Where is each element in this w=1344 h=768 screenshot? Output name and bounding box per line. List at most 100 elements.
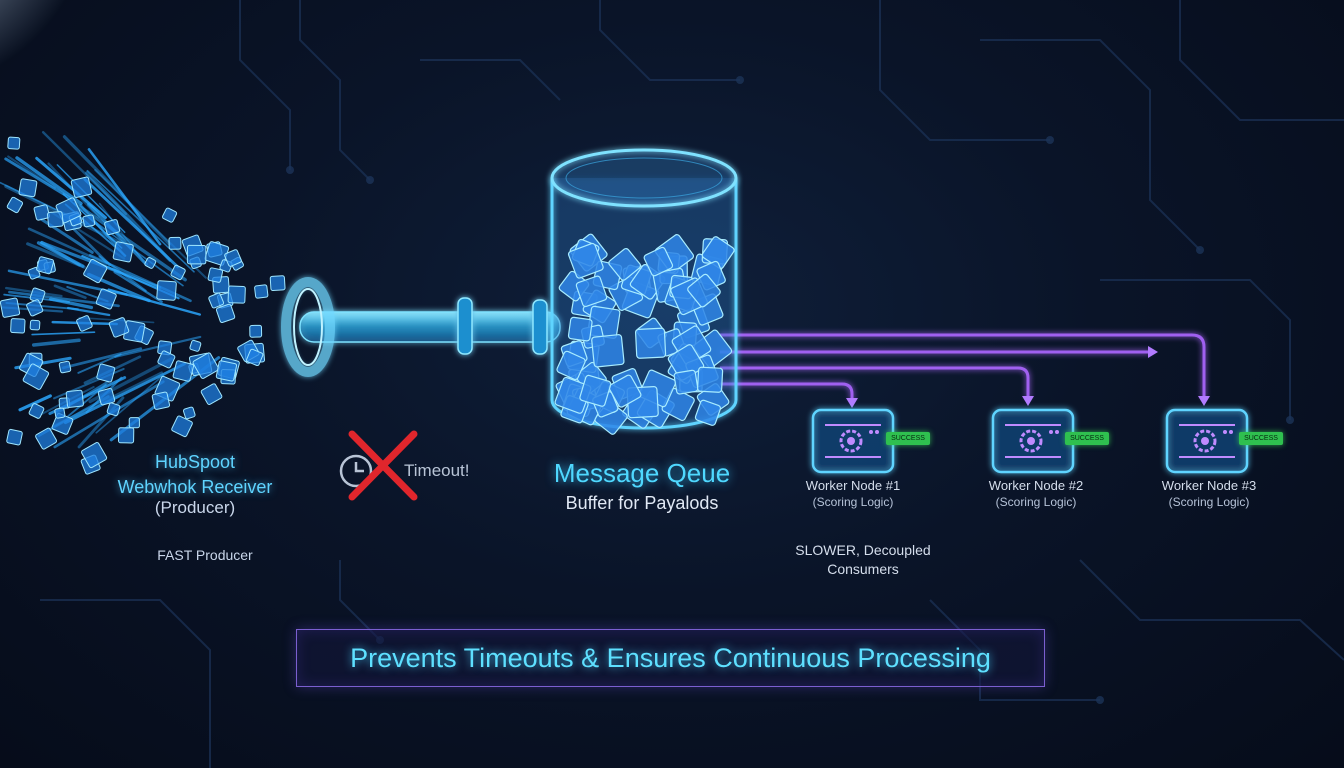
payload-cube bbox=[189, 339, 202, 352]
payload-cube bbox=[76, 315, 93, 332]
payload-cube bbox=[108, 317, 130, 338]
payload-cube-face bbox=[224, 249, 242, 267]
producer-role: (Producer) bbox=[154, 498, 236, 517]
payload-cube-face bbox=[76, 315, 93, 332]
payload-cube-face bbox=[83, 258, 108, 284]
queued-cube bbox=[697, 366, 724, 393]
worker-3-success-badge: SUCCESS bbox=[1239, 432, 1283, 445]
payload-cube-face bbox=[189, 339, 202, 352]
payload-cube-face bbox=[36, 256, 55, 275]
stream-streak bbox=[4, 157, 75, 202]
payload-cube-face bbox=[51, 413, 74, 435]
stream-streak bbox=[83, 178, 180, 269]
payload-cube bbox=[246, 348, 264, 367]
payload-cube-face bbox=[47, 211, 64, 228]
payload-cube-face bbox=[269, 275, 286, 291]
payload-cube bbox=[117, 427, 135, 444]
payload-cube bbox=[26, 299, 44, 317]
payload-cube-face bbox=[208, 292, 225, 309]
payload-cube-face bbox=[170, 264, 186, 281]
payload-cube-face bbox=[82, 214, 96, 228]
worker-node-3 bbox=[1165, 408, 1249, 474]
payload-cube-face bbox=[172, 360, 194, 382]
payload-cube-face bbox=[215, 360, 238, 382]
stream-streak bbox=[85, 171, 172, 262]
worker-nodes bbox=[811, 408, 1249, 474]
payload-cube-face bbox=[168, 236, 182, 250]
payload-cube bbox=[172, 360, 194, 382]
payload-cube bbox=[224, 249, 242, 267]
payload-cube bbox=[96, 363, 116, 383]
payload-cube bbox=[28, 403, 45, 419]
payload-cube bbox=[95, 288, 117, 310]
queued-cube bbox=[608, 247, 642, 281]
stream-streak bbox=[41, 131, 128, 216]
payload-cube-face bbox=[128, 417, 140, 429]
payload-cube-face bbox=[26, 299, 44, 317]
payload-cube-face bbox=[7, 136, 21, 150]
stream-streak bbox=[53, 284, 87, 299]
queued-cube-face bbox=[673, 369, 699, 395]
payload-cube bbox=[168, 236, 182, 250]
summary-banner: Prevents Timeouts & Ensures Continuous P… bbox=[296, 629, 1045, 687]
queued-cube bbox=[634, 327, 667, 359]
payload-cube-face bbox=[96, 363, 116, 383]
payload-cube-face bbox=[22, 363, 50, 390]
payload-cube bbox=[170, 264, 186, 281]
queued-payloads bbox=[554, 233, 735, 435]
payload-cube-face bbox=[6, 196, 24, 214]
queued-cube bbox=[567, 316, 593, 342]
queue-title: Message Qeue bbox=[553, 458, 731, 488]
payload-cube bbox=[104, 219, 121, 236]
queued-cube-face bbox=[556, 350, 586, 381]
stream-streak bbox=[72, 227, 111, 267]
payload-cube bbox=[151, 391, 171, 410]
payload-cube bbox=[254, 284, 269, 299]
payload-cube-face bbox=[35, 427, 58, 450]
payload-cube-face bbox=[117, 427, 135, 444]
payload-cube bbox=[54, 407, 66, 419]
queued-cube bbox=[643, 246, 674, 277]
queued-cube bbox=[575, 275, 608, 308]
payload-cube bbox=[215, 303, 236, 324]
payload-cube-face bbox=[97, 387, 116, 406]
payload-cube bbox=[192, 352, 220, 379]
payload-cube-face bbox=[227, 285, 246, 304]
payload-cube bbox=[10, 318, 26, 334]
payload-cube-face bbox=[162, 207, 178, 223]
payload-cube bbox=[47, 211, 64, 228]
incoming-packets bbox=[0, 136, 286, 475]
payload-cube-face bbox=[58, 360, 72, 374]
worker-3-logic: (Scoring Logic) bbox=[1168, 495, 1250, 509]
payload-cube-face bbox=[254, 284, 269, 299]
payload-cube bbox=[65, 389, 84, 408]
payload-cube bbox=[144, 257, 157, 269]
payload-cube-face bbox=[81, 442, 108, 469]
route-worker-1 bbox=[720, 382, 854, 400]
payload-cube bbox=[207, 267, 224, 283]
stream-streak bbox=[35, 156, 107, 220]
queued-cube bbox=[567, 242, 604, 279]
worker-2-name: Worker Node #2 bbox=[988, 478, 1084, 493]
stream-streak bbox=[114, 335, 202, 358]
payload-cube bbox=[227, 285, 246, 304]
stream-streak bbox=[61, 347, 143, 370]
payload-cube-face bbox=[65, 389, 84, 408]
payload-cube-face bbox=[144, 257, 157, 269]
consumers-label: SLOWER, Decoupled Consumers bbox=[795, 542, 931, 577]
payload-cube bbox=[6, 428, 23, 446]
payload-cube-face bbox=[10, 318, 26, 334]
worker-2-logic: (Scoring Logic) bbox=[995, 495, 1077, 509]
payload-cube-face bbox=[108, 317, 130, 338]
payload-cube-face bbox=[18, 178, 38, 198]
worker-node-1 bbox=[811, 408, 895, 474]
payload-cube bbox=[208, 292, 225, 309]
stream-streak bbox=[31, 338, 81, 347]
payload-cube-face bbox=[200, 383, 223, 405]
worker-1-name: Worker Node #1 bbox=[805, 478, 901, 493]
queued-cube-face bbox=[575, 275, 608, 308]
payload-cube bbox=[112, 241, 134, 263]
payload-cube bbox=[6, 196, 24, 214]
payload-cube bbox=[35, 427, 58, 450]
